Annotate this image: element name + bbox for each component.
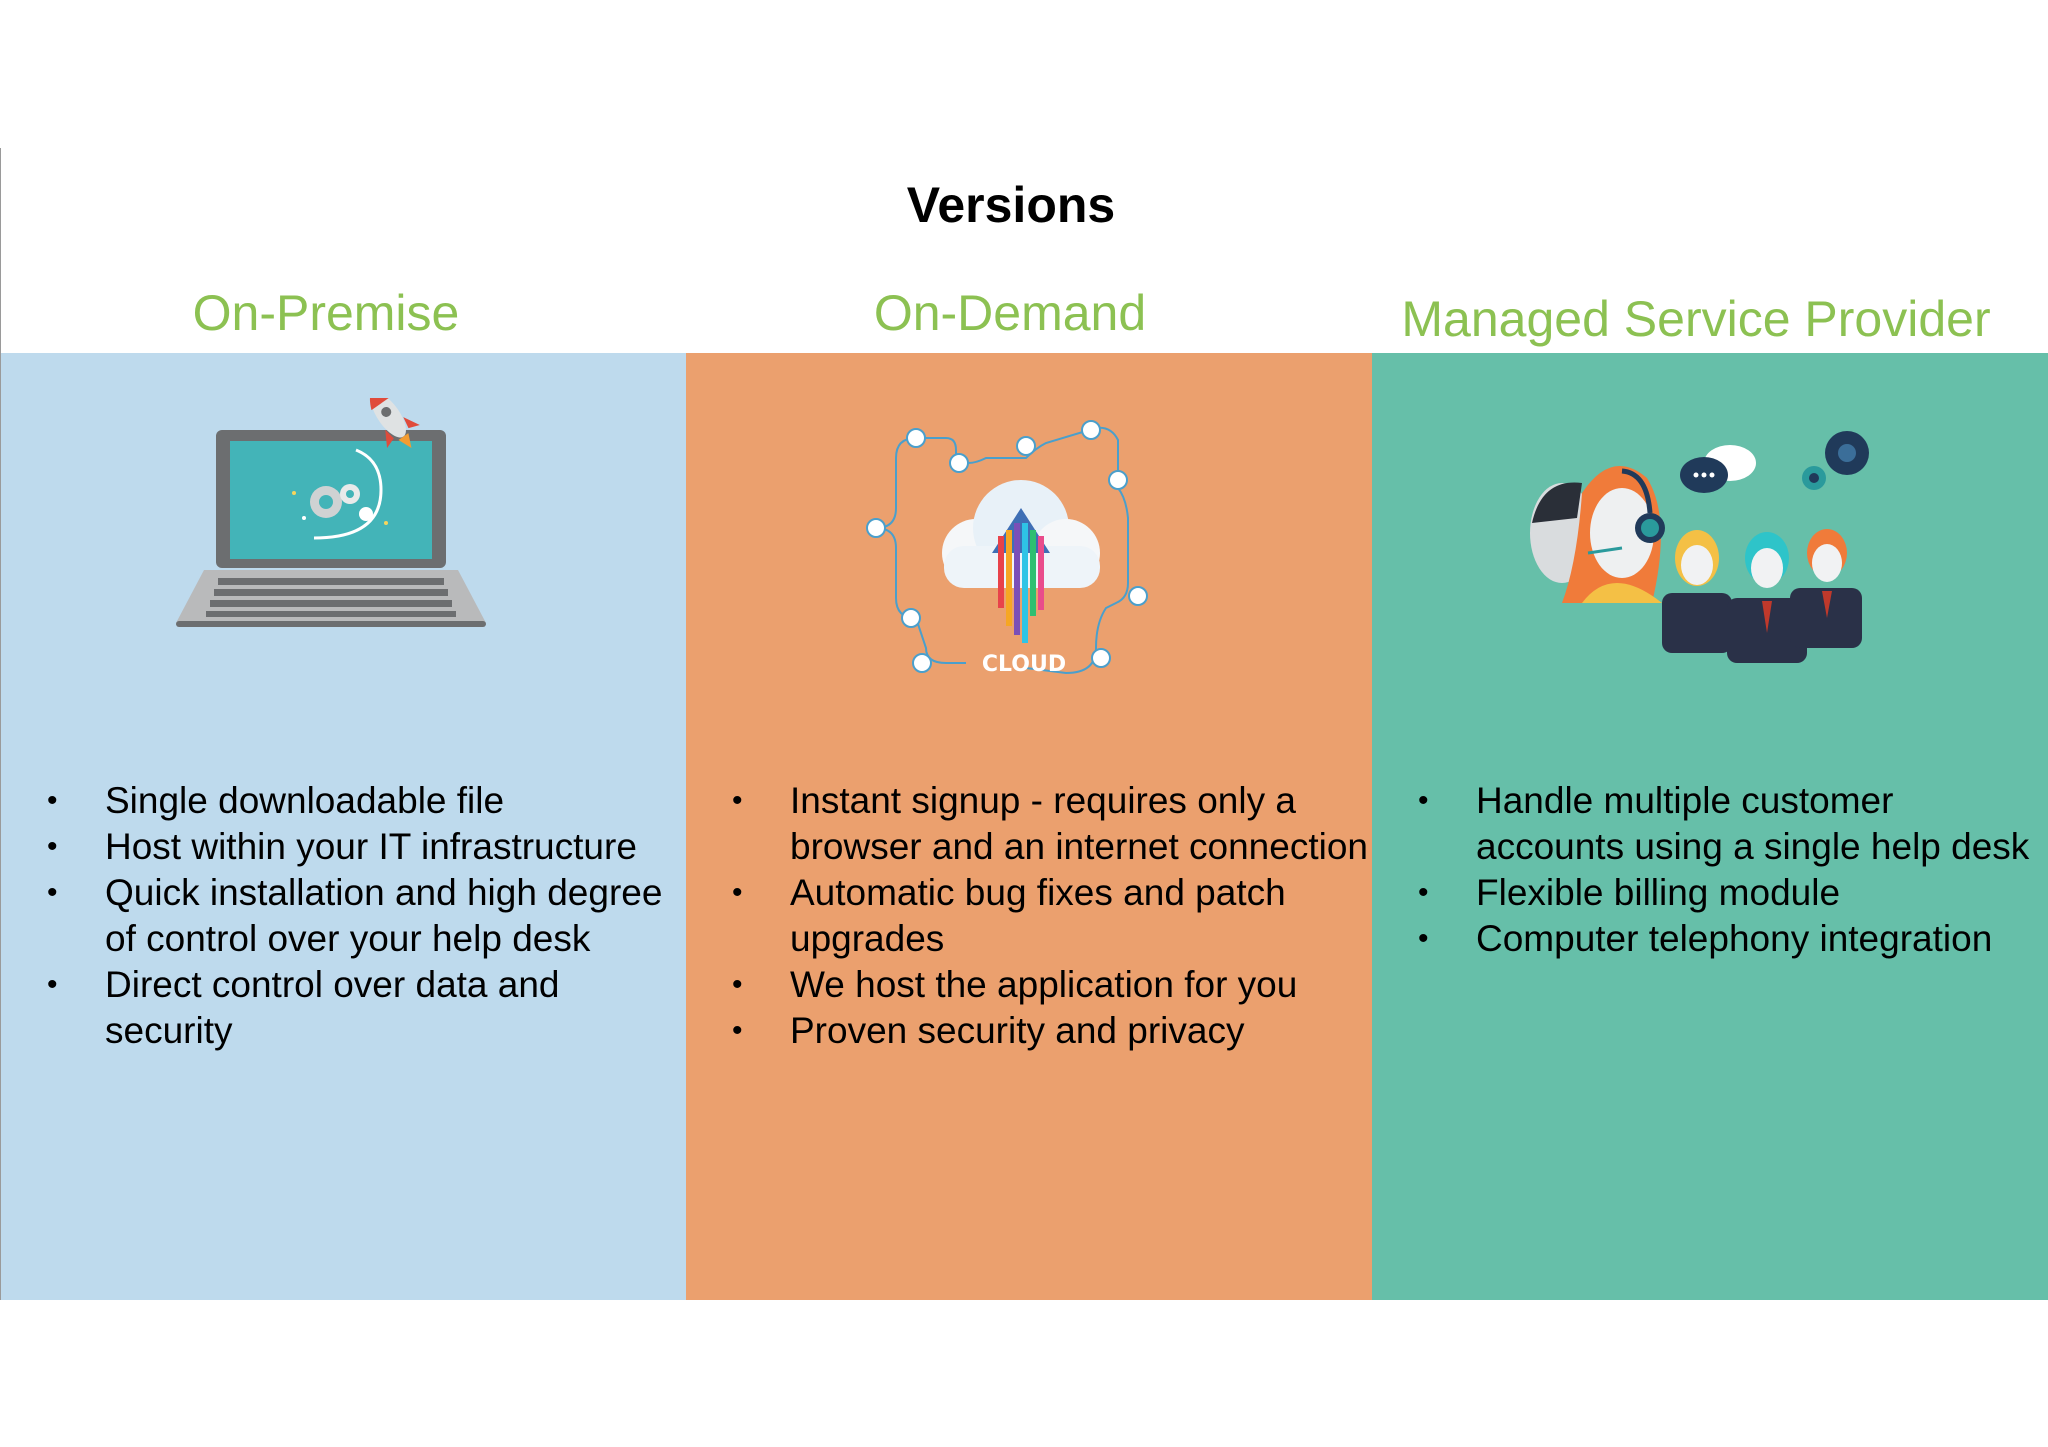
panel-managed-service-provider: Handle multiple customer accounts using …	[1372, 353, 2048, 1300]
column-heading-managed-service-provider: Managed Service Provider	[1401, 291, 1991, 347]
page-title: Versions	[906, 177, 1116, 233]
list-item: Computer telephony integration	[1418, 916, 2038, 962]
list-item: We host the application for you	[732, 962, 1372, 1008]
list-item: Instant signup - requires only a browser…	[732, 778, 1372, 870]
column-heading-on-premise: On-Premise	[192, 285, 460, 341]
laptop-rocket-icon	[176, 398, 486, 627]
list-item: Flexible billing module	[1418, 870, 2038, 916]
list-item: Quick installation and high degree of co…	[47, 870, 687, 962]
column-heading-on-demand: On-Demand	[873, 285, 1147, 341]
panel-on-premise: Single downloadable file Host within you…	[0, 353, 686, 1300]
bullet-list-on-premise: Single downloadable file Host within you…	[47, 778, 687, 1054]
list-item: Handle multiple customer accounts using …	[1418, 778, 2038, 870]
cloud-label: CLOUD	[982, 652, 1066, 677]
list-item: Automatic bug fixes and patch upgrades	[732, 870, 1372, 962]
panel-on-demand: CLOUD Instant signup - requires only a b…	[686, 353, 1372, 1300]
bullet-list-on-demand: Instant signup - requires only a browser…	[732, 778, 1372, 1054]
list-item: Host within your IT infrastructure	[47, 824, 687, 870]
bullet-list-managed-service-provider: Handle multiple customer accounts using …	[1418, 778, 2038, 962]
cloud-upload-icon: CLOUD	[866, 420, 1148, 677]
list-item: Proven security and privacy	[732, 1008, 1372, 1054]
list-item: Direct control over data and security	[47, 962, 687, 1054]
support-team-icon	[1530, 431, 1869, 663]
list-item: Single downloadable file	[47, 778, 687, 824]
